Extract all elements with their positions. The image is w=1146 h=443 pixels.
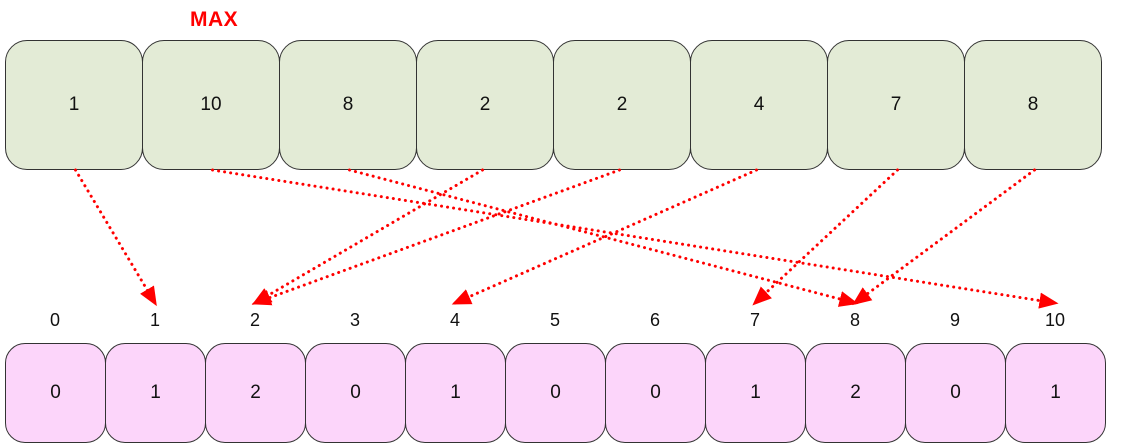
count-cell: 2 — [805, 343, 906, 443]
index-label: 7 — [749, 310, 760, 330]
count-cell: 2 — [205, 343, 306, 443]
count-cell: 0 — [5, 343, 106, 443]
mapping-arrow — [752, 168, 899, 306]
input-cell: 7 — [827, 40, 965, 170]
mapping-arrow — [251, 168, 484, 305]
count-cell: 0 — [605, 343, 706, 443]
mapping-arrow — [211, 168, 1059, 309]
count-cell: 1 — [105, 343, 206, 443]
input-cell: 10 — [142, 40, 280, 170]
input-cell: 4 — [690, 40, 828, 170]
index-label: 0 — [49, 310, 60, 330]
input-cell: 1 — [5, 40, 143, 170]
input-cell: 8 — [279, 40, 417, 170]
max-label: MAX — [190, 8, 239, 31]
mapping-arrow — [852, 168, 1036, 306]
mapping-arrow — [451, 168, 758, 305]
index-label: 8 — [849, 310, 860, 330]
index-label: 4 — [449, 310, 460, 330]
count-cell: 1 — [405, 343, 506, 443]
index-label-row: 0 1 2 3 4 5 6 7 8 9 10 — [0, 309, 1146, 331]
input-cell: 8 — [964, 40, 1102, 170]
count-cell: 1 — [1005, 343, 1106, 443]
input-cell: 2 — [553, 40, 691, 170]
mapping-arrow — [74, 168, 157, 307]
index-label: 9 — [949, 310, 960, 330]
count-cell: 0 — [505, 343, 606, 443]
count-cell: 0 — [905, 343, 1006, 443]
mapping-arrow — [251, 168, 621, 306]
index-label: 2 — [249, 310, 260, 330]
count-cell: 0 — [305, 343, 406, 443]
index-label: 5 — [549, 310, 560, 330]
index-label: 1 — [149, 310, 160, 330]
count-cell: 1 — [705, 343, 806, 443]
index-label: 6 — [649, 310, 660, 330]
mapping-arrow — [348, 168, 859, 307]
index-label: 3 — [349, 310, 360, 330]
input-cell: 2 — [416, 40, 554, 170]
index-label: 10 — [1044, 310, 1066, 330]
